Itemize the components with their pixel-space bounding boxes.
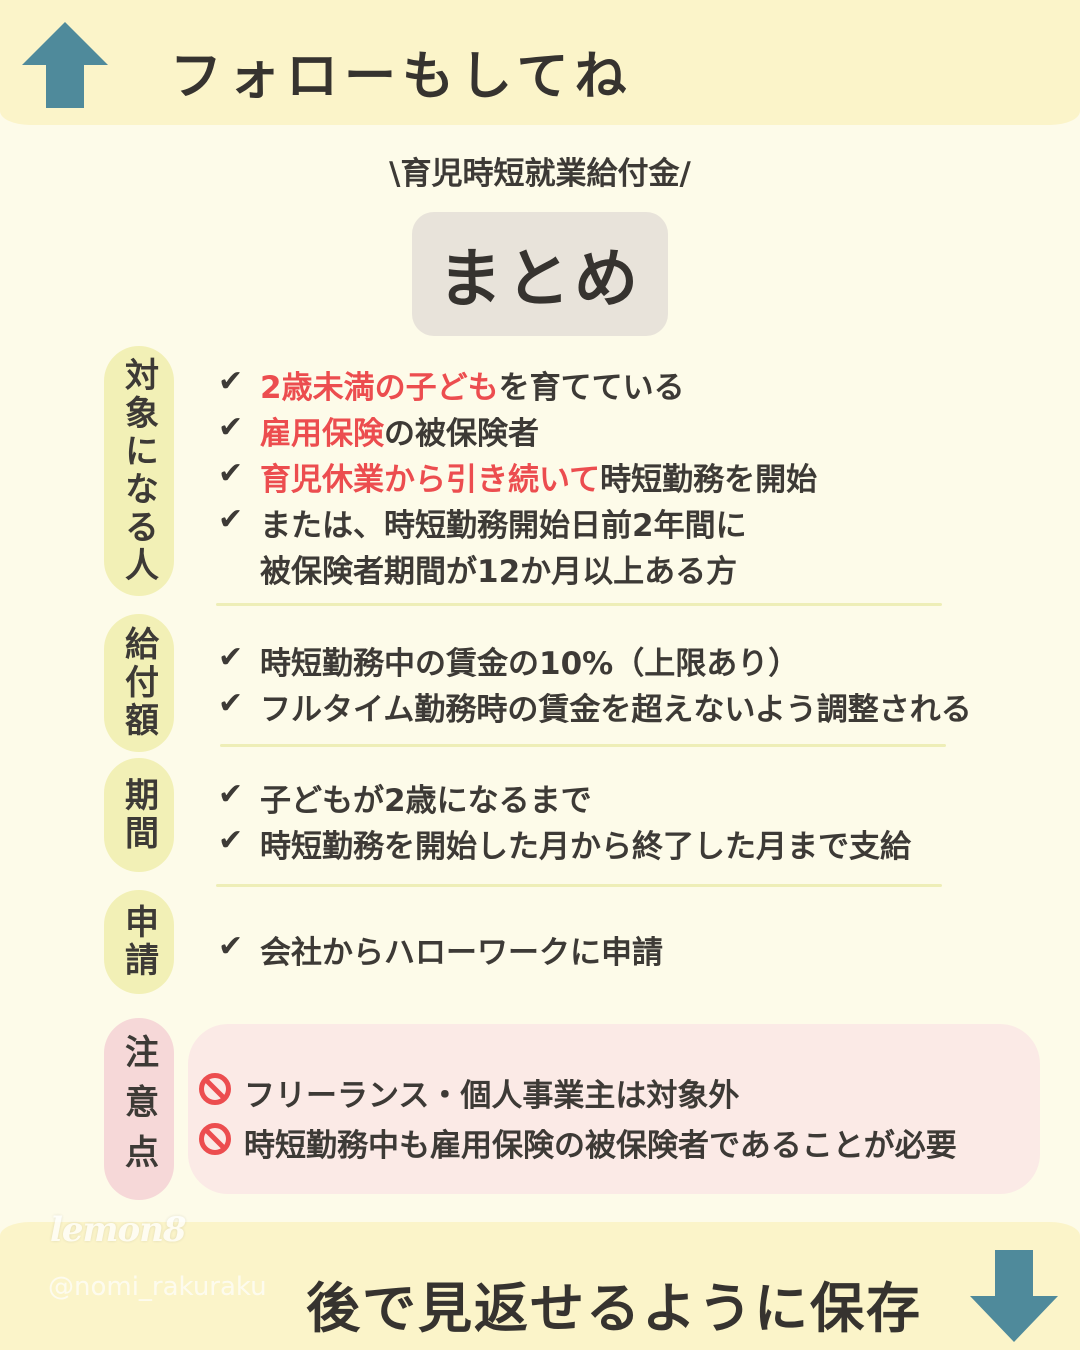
check-icon: ✔ (218, 410, 244, 445)
lemon8-logo: lemon8 (50, 1210, 187, 1250)
target-item-4-continued: 被保険者期間が12か月以上ある方 (260, 554, 738, 590)
section-label-amount: 給付額 (104, 614, 174, 752)
target-item-3: 育児休業から引き続いて時短勤務を開始 (260, 462, 818, 498)
section-label-target: 対象になる人 (104, 346, 174, 596)
amount-item-1: 時短勤務中の賃金の10%（上限あり） (260, 646, 800, 682)
user-handle: @nomi_rakuraku (48, 1272, 267, 1302)
prohibited-icon (199, 1123, 231, 1155)
check-icon: ✔ (218, 364, 244, 399)
arrow-down-icon (970, 1250, 1058, 1342)
period-item-2: 時短勤務を開始した月から終了した月まで支給 (260, 829, 911, 865)
section-label-period: 期間 (104, 758, 174, 872)
check-icon: ✔ (218, 929, 244, 964)
target-item-2: 雇用保険の被保険者 (260, 416, 539, 452)
check-icon: ✔ (218, 640, 244, 675)
summary-heading: まとめ (438, 243, 642, 317)
save-title: 後で見返せるように保存 (306, 1277, 922, 1340)
check-icon: ✔ (218, 686, 244, 721)
apply-item-1: 会社からハローワークに申請 (260, 935, 663, 971)
section-divider (216, 603, 942, 606)
check-icon: ✔ (218, 456, 244, 491)
period-item-1: 子どもが2歳になるまで (260, 783, 592, 819)
caution-box (188, 1024, 1040, 1194)
caution-item-1: フリーランス・個人事業主は対象外 (244, 1078, 740, 1114)
section-divider (216, 884, 942, 887)
target-item-4: または、時短勤務開始日前2年間に (260, 508, 747, 544)
target-item-1: 2歳未満の子どもを育てている (260, 370, 685, 406)
section-label-caution: 注意点 (104, 1018, 174, 1200)
prohibited-icon (199, 1073, 231, 1105)
follow-title: フォローもしてね (170, 47, 633, 107)
section-label-apply: 申請 (104, 890, 174, 994)
caution-item-2: 時短勤務中も雇用保険の被保険者であることが必要 (244, 1128, 957, 1164)
check-icon: ✔ (218, 777, 244, 812)
arrow-up-icon (22, 22, 108, 108)
summary-heading-box: まとめ (412, 212, 668, 336)
section-divider (220, 744, 946, 747)
bottom-banner (0, 1222, 1080, 1350)
check-icon: ✔ (218, 502, 244, 537)
amount-item-2: フルタイム勤務時の賃金を超えないよう調整される (260, 692, 972, 728)
subtitle: \育児時短就業給付金/ (389, 156, 691, 192)
top-banner (0, 0, 1080, 125)
check-icon: ✔ (218, 823, 244, 858)
